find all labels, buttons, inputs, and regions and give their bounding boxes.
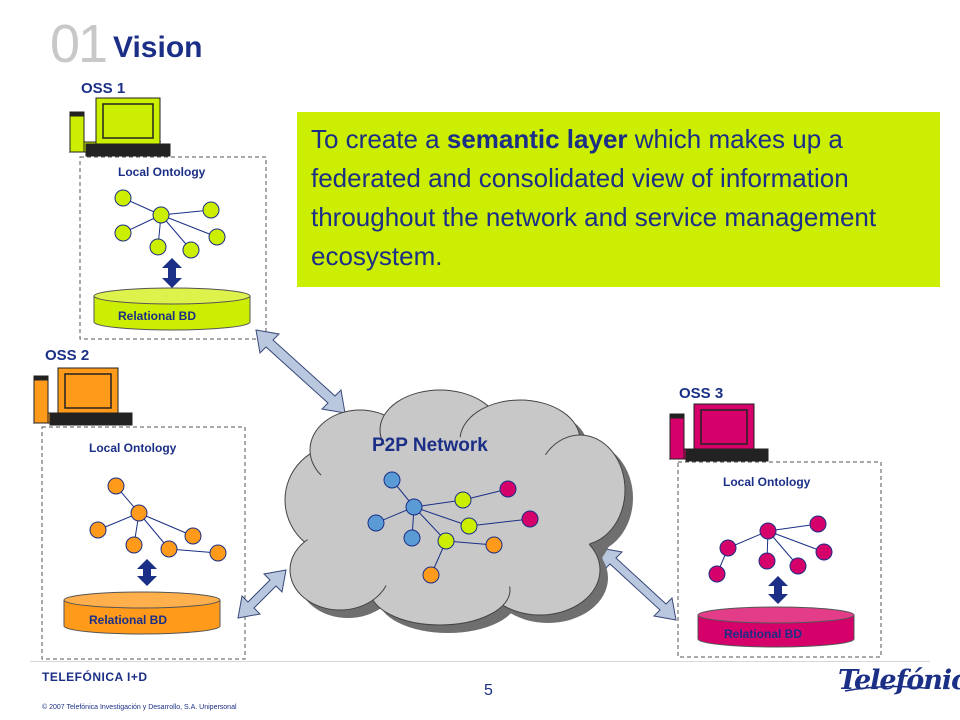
vertical-double-arrow-icon (768, 576, 788, 604)
slide-title: Vision (113, 31, 203, 64)
copyright-notice: © 2007 Telefónica Investigación y Desarr… (42, 704, 237, 711)
oss3-ontology-label: Local Ontology (723, 475, 811, 489)
network-node (485, 536, 503, 554)
local-ontology-graph-2 (89, 477, 227, 562)
database-icon (697, 606, 855, 648)
p2p-network-label: P2P Network (372, 435, 488, 456)
local-ontology-graph-3 (708, 515, 833, 583)
vertical-double-arrow-icon (137, 559, 157, 586)
footer-divider (30, 661, 930, 662)
network-node (521, 510, 539, 528)
vertical-double-arrow-icon (162, 258, 182, 288)
p2p-network-graph (367, 471, 539, 584)
footer-organization: TELEFÓNICA I+D (42, 670, 148, 684)
section-number: 01 (50, 14, 108, 74)
oss1-box (79, 156, 267, 340)
oss2-box (41, 426, 246, 660)
logo-swoosh (844, 685, 926, 692)
network-node (454, 491, 472, 509)
oss1-ontology-label: Local Ontology (118, 165, 206, 179)
network-node (460, 517, 478, 535)
network-node (422, 566, 440, 584)
computer-icon (32, 367, 133, 426)
vision-statement-box (297, 112, 940, 287)
computer-icon (668, 403, 769, 462)
network-node (499, 480, 517, 498)
network-node (367, 514, 385, 532)
oss3-db-label: Relational BD (724, 627, 803, 641)
oss2-label: OSS 2 (45, 347, 90, 364)
oss1-label: OSS 1 (81, 80, 126, 97)
double-arrow-oss1 (255, 329, 346, 414)
oss3-box (677, 461, 882, 658)
database-icon (93, 287, 251, 331)
local-ontology-graph-1 (114, 189, 226, 259)
vision-statement: To create a semantic layer which makes u… (311, 124, 877, 271)
oss2-ontology-label: Local Ontology (89, 441, 177, 455)
oss2-db-label: Relational BD (89, 613, 168, 627)
p2p-cloud (284, 389, 633, 633)
network-node (383, 471, 401, 489)
network-node (403, 529, 421, 547)
telefonica-logo: Telefónica (838, 665, 960, 696)
oss3-label: OSS 3 (679, 385, 724, 402)
network-node (437, 532, 455, 550)
oss1-db-label: Relational BD (118, 309, 197, 323)
network-node (405, 498, 423, 516)
double-arrow-oss2 (237, 569, 287, 619)
page-number: 5 (484, 682, 493, 699)
double-arrow-oss3 (599, 547, 677, 621)
computer-icon (68, 97, 171, 157)
database-icon (63, 591, 221, 635)
